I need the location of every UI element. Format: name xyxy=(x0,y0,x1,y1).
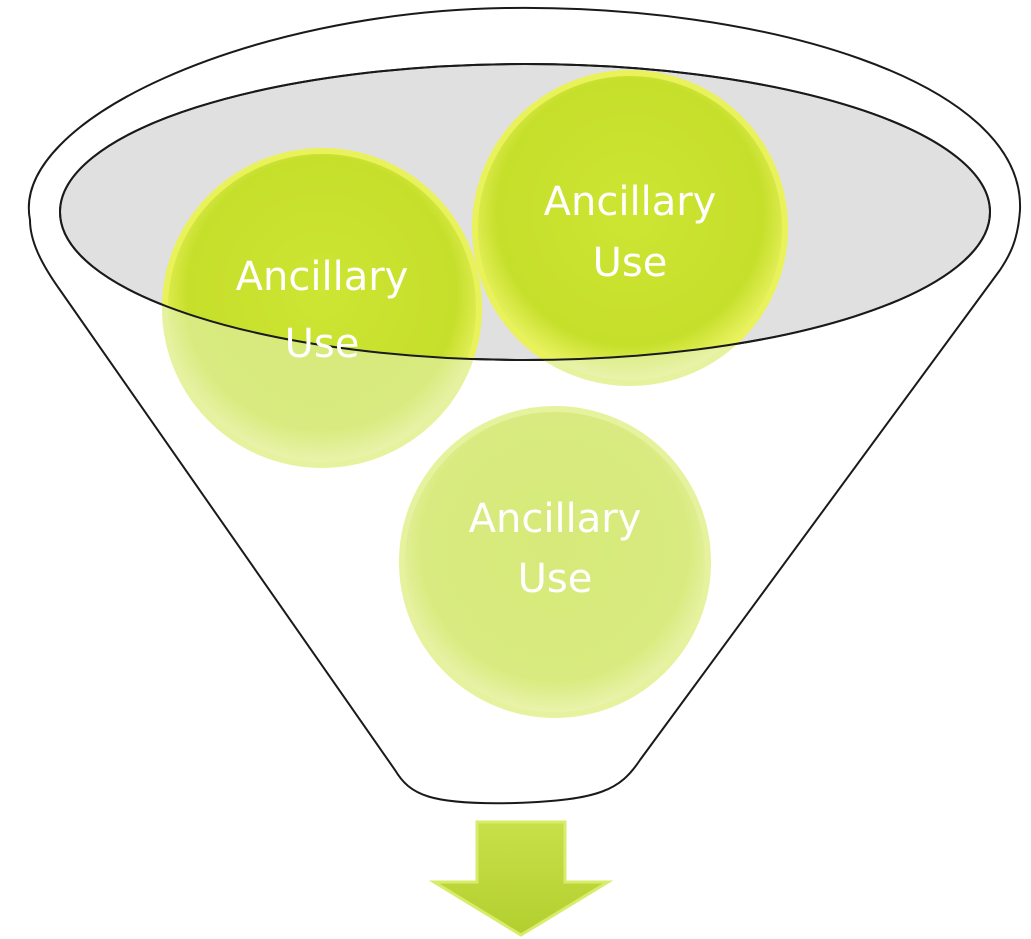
funnel-item-label-line1: Ancillary xyxy=(236,254,409,300)
funnel-item-label-line2: Use xyxy=(593,240,668,286)
funnel-item-circle xyxy=(399,406,711,718)
funnel-item-label-line1: Ancillary xyxy=(544,179,717,225)
funnel-item-left xyxy=(162,148,482,468)
funnel-item-label-line2: Use xyxy=(285,321,360,367)
funnel-output-arrow xyxy=(428,820,614,937)
funnel-item-label-line1: Ancillary xyxy=(469,496,642,542)
funnel-opening-rim xyxy=(59,63,991,361)
funnel-item-label-line2: Use xyxy=(518,556,593,602)
funnel-item-bottom: Ancillary Use xyxy=(399,406,711,718)
funnel-item-circle-highlight xyxy=(472,70,788,360)
funnel-item-right xyxy=(472,70,788,386)
